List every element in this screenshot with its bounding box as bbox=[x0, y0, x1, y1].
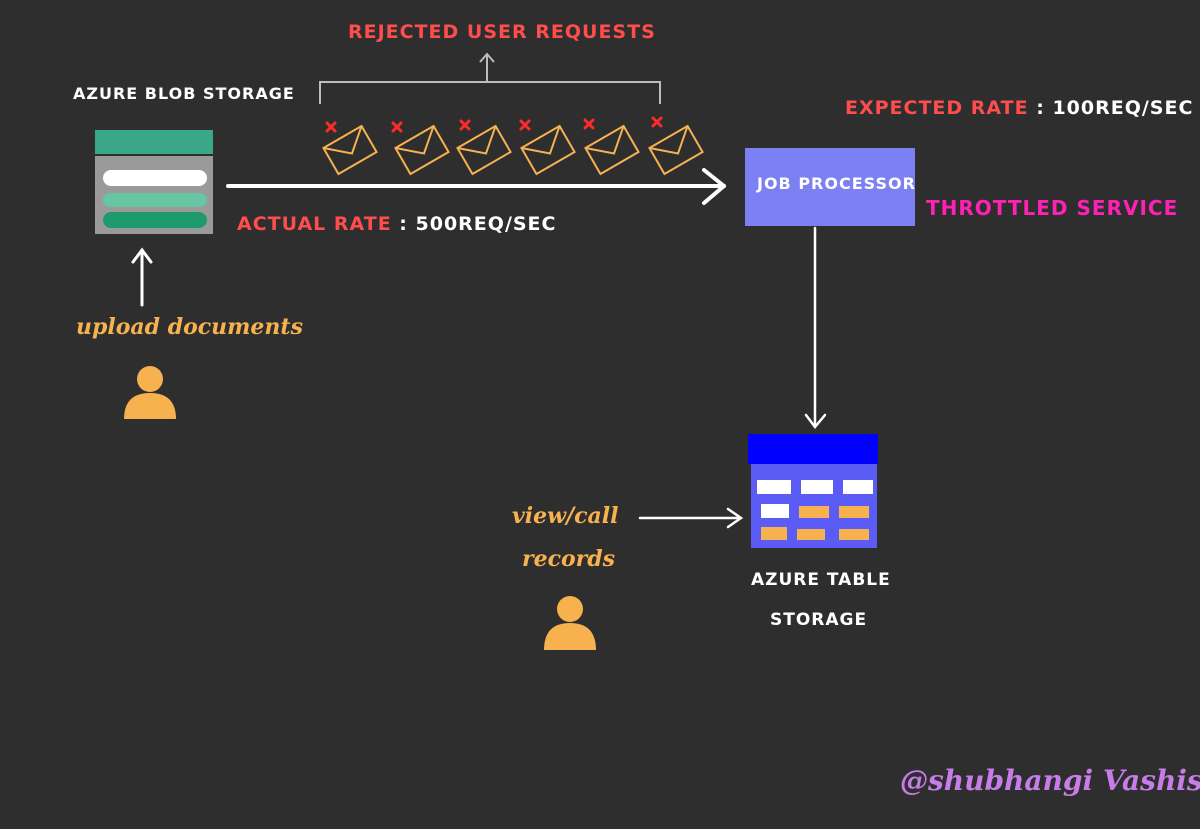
actual-rate-value: 500REQ/SEC bbox=[415, 213, 557, 235]
actual-rate-label: Actual rate : 500REQ/SEC bbox=[237, 213, 557, 235]
reject-x-icon bbox=[583, 118, 595, 130]
reject-x-icon bbox=[651, 116, 663, 128]
table-storage-label-line1: Azure Table bbox=[751, 570, 891, 590]
expected-rate-label: Expected rate : 100REQ/SEC bbox=[845, 97, 1194, 119]
rejected-envelopes bbox=[322, 116, 704, 176]
user-icon bbox=[544, 596, 596, 650]
arrow-icon bbox=[226, 168, 726, 205]
arrow-icon bbox=[131, 247, 153, 307]
expected-rate-value: 100REQ/SEC bbox=[1052, 97, 1194, 119]
records-label: records bbox=[522, 546, 616, 572]
rejected-requests-label: Rejected user requests bbox=[348, 21, 656, 43]
arrow-icon bbox=[638, 507, 744, 529]
view-call-label: view/call bbox=[512, 503, 619, 529]
table-storage-label-line2: Storage bbox=[770, 610, 868, 630]
blob-storage-icon bbox=[95, 130, 213, 234]
rejected-bracket bbox=[319, 52, 661, 104]
reject-x-icon bbox=[459, 119, 471, 131]
envelope-icon bbox=[456, 124, 512, 176]
expected-rate-text: Expected rate bbox=[845, 97, 1029, 119]
reject-x-icon bbox=[391, 121, 403, 133]
signature: @shubhangi Vashist bbox=[900, 764, 1200, 797]
blob-storage-label: Azure Blob Storage bbox=[73, 84, 295, 103]
reject-x-icon bbox=[325, 121, 337, 133]
table-storage-icon bbox=[748, 434, 878, 548]
envelope-icon bbox=[648, 124, 704, 176]
actual-rate-text: Actual rate bbox=[237, 213, 392, 235]
reject-x-icon bbox=[519, 119, 531, 131]
envelope-icon bbox=[394, 124, 450, 176]
envelope-icon bbox=[584, 124, 640, 176]
throttled-service-label: Throttled service bbox=[926, 196, 1179, 220]
upload-documents-label: upload documents bbox=[76, 314, 303, 340]
job-processor-box bbox=[745, 148, 915, 226]
arrow-icon bbox=[804, 226, 827, 430]
job-processor-label: Job Processor bbox=[757, 174, 916, 193]
user-icon bbox=[124, 366, 176, 419]
envelope-icon bbox=[322, 124, 378, 176]
envelope-icon bbox=[520, 124, 576, 176]
